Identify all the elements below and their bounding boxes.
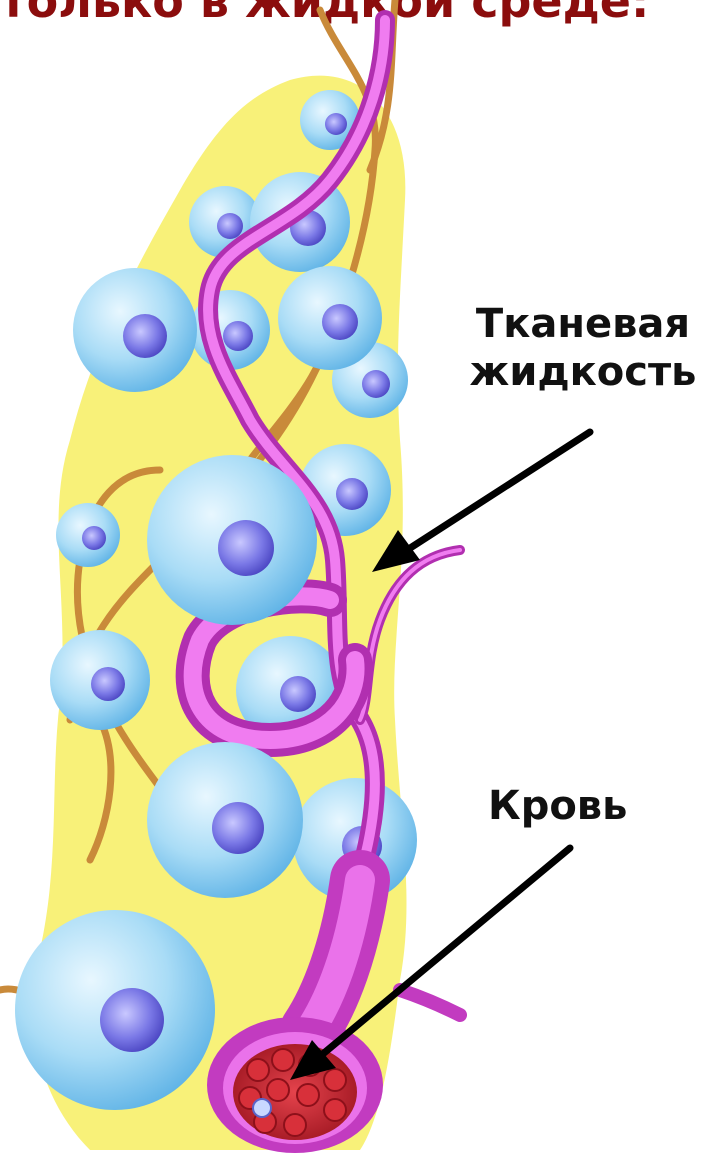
label-tissue-fluid-line1: Тканевая xyxy=(458,300,708,348)
label-tissue-fluid: Тканевая жидкость xyxy=(458,300,708,396)
label-blood: Кровь xyxy=(488,782,627,830)
white-blood-cell xyxy=(253,1099,271,1117)
label-tissue-fluid-line2: жидкость xyxy=(458,348,708,396)
cell xyxy=(147,742,303,898)
cell xyxy=(56,503,120,567)
cell xyxy=(147,455,317,625)
cell xyxy=(73,268,197,392)
cell xyxy=(278,266,382,370)
cell xyxy=(15,910,215,1110)
vessel-cross-section xyxy=(207,1017,383,1153)
cell xyxy=(50,630,150,730)
arrow-tissue-fluid xyxy=(372,432,590,572)
